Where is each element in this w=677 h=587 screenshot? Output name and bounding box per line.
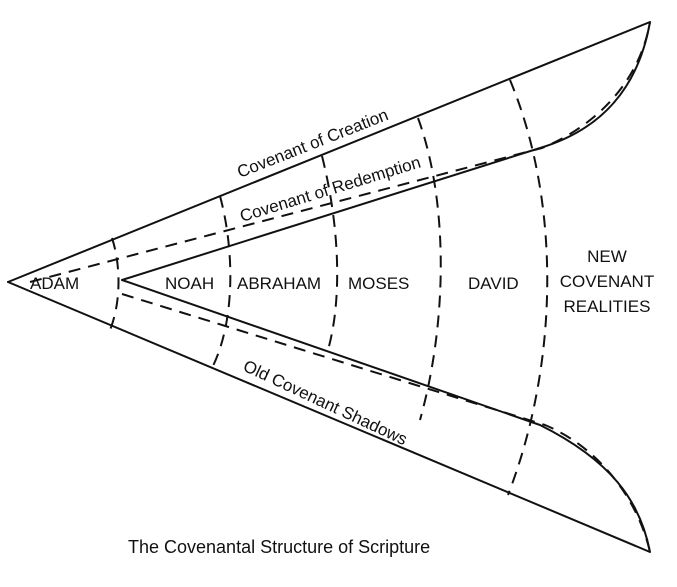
era-divider-adam-noah <box>109 237 120 331</box>
era-divider-noah-abraham <box>211 195 232 369</box>
era-label-david: DAVID <box>468 274 519 293</box>
redemption-band-line <box>29 21 651 283</box>
outer-outline-lower <box>7 279 651 553</box>
new-covenant-line-1: NEW <box>587 247 627 266</box>
era-label-abraham: ABRAHAM <box>237 274 321 293</box>
era-divider-abraham-moses <box>321 155 339 351</box>
diagram-title: The Covenantal Structure of Scripture <box>128 537 430 557</box>
era-label-moses: MOSES <box>348 274 409 293</box>
era-divider-moses-david <box>417 117 442 421</box>
era-divider-david-new <box>507 79 549 496</box>
era-label-noah: NOAH <box>165 274 214 293</box>
shadows-band-line <box>121 293 651 553</box>
new-covenant-line-3: REALITIES <box>564 297 651 316</box>
new-covenant-line-2: COVENANT <box>560 272 654 291</box>
era-label-adam: ADAM <box>30 274 79 293</box>
outer-outline-upper <box>7 21 651 283</box>
